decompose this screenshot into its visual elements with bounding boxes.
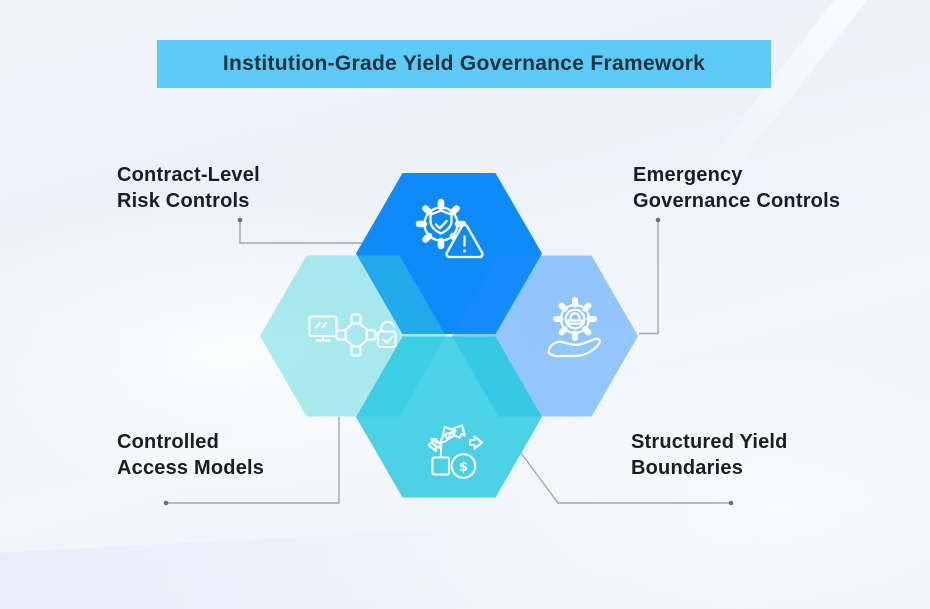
- dollar-symbol: $: [459, 460, 468, 475]
- siren-dome: [569, 312, 581, 322]
- inner-circle: [564, 308, 586, 330]
- siren-base: [566, 319, 584, 325]
- label-line: Contract-Level: [117, 164, 260, 186]
- monitor-glare: [315, 321, 328, 329]
- hand-shape: [547, 337, 601, 358]
- connector-bottom-right: [520, 452, 731, 504]
- connector-dot: [163, 500, 169, 506]
- gear-body: [423, 206, 459, 242]
- monitor-stand: [315, 334, 331, 342]
- label-line: Emergency: [633, 164, 743, 186]
- network-node: [350, 345, 362, 357]
- connector-top-right: [639, 220, 659, 335]
- leaf-left: [430, 437, 443, 449]
- arrow-right: [468, 435, 484, 450]
- network-node: [335, 329, 347, 341]
- network-node: [350, 313, 362, 325]
- arrow-up-right: [451, 424, 466, 439]
- label-line: Risk Controls: [117, 190, 250, 212]
- padlock-body: [376, 330, 397, 349]
- gear-shield-warning-icon: [415, 198, 484, 259]
- connector-lines: [166, 220, 731, 504]
- connector-dot: [728, 500, 734, 506]
- monitor-network-lock-icon: [308, 313, 397, 357]
- label-line: Boundaries: [631, 457, 744, 479]
- check-mark: [434, 219, 448, 230]
- gear-body: [559, 303, 591, 335]
- coin-circle: [450, 453, 477, 479]
- network-node: [365, 329, 377, 341]
- label-controlled-access-models: Controlled Access Models: [117, 429, 264, 481]
- gear-teeth: [553, 297, 597, 341]
- exclamation-dot: [463, 249, 466, 253]
- growth-coin-arrows-icon: $: [427, 424, 484, 479]
- connector-dot: [655, 217, 661, 223]
- open-shackle: [380, 320, 396, 333]
- connector-top-left: [239, 220, 362, 244]
- gear-alarm-hand-icon: [547, 297, 601, 358]
- label-line: Structured Yield: [631, 431, 788, 453]
- leaf-right: [439, 431, 452, 444]
- title-banner: Institution-Grade Yield Governance Frame…: [157, 40, 771, 88]
- label-emergency-governance-controls: Emergency Governance Controls: [633, 162, 840, 214]
- label-line: Controlled: [117, 431, 219, 453]
- label-structured-yield-boundaries: Structured Yield Boundaries: [631, 429, 788, 481]
- shield-shape: [429, 209, 453, 235]
- connector-bottom-left: [166, 417, 340, 504]
- page-title: Institution-Grade Yield Governance Frame…: [222, 52, 706, 75]
- label-contract-level-risk-controls: Contract-Level Risk Controls: [117, 162, 260, 214]
- network-links: [343, 322, 380, 348]
- label-line: Governance Controls: [633, 190, 841, 212]
- connector-dots: [163, 217, 734, 506]
- check-mark: [382, 335, 394, 344]
- hexagon-structured-yield: [356, 336, 542, 498]
- connector-dot: [237, 217, 243, 223]
- label-line: Access Models: [117, 457, 265, 479]
